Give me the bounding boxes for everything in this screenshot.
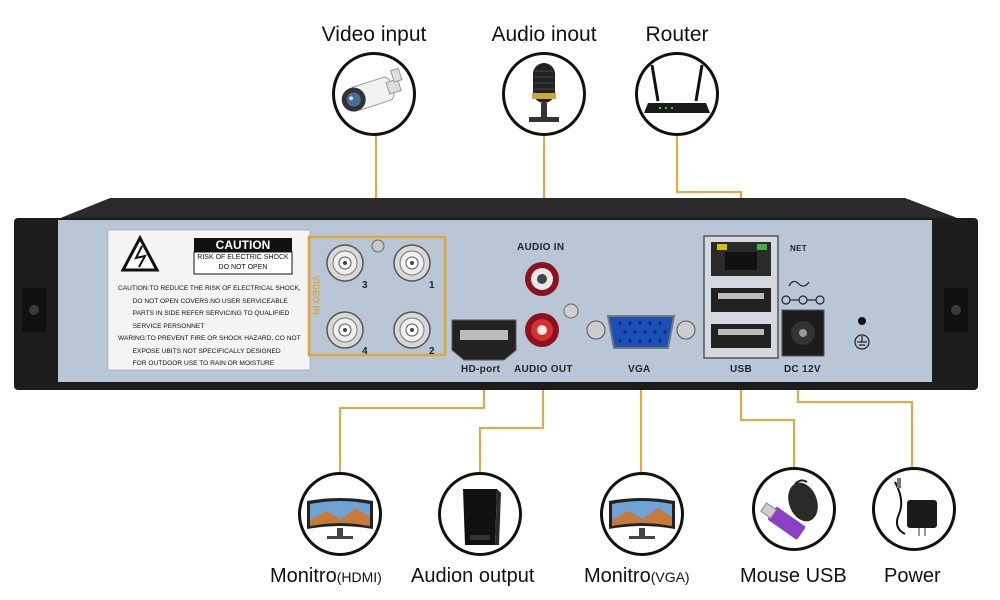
monitor-vga-label-suffix: (VGA)	[650, 569, 690, 585]
monitor-hdmi-label: Monitro(HDMI)	[270, 565, 382, 588]
caution-body-text: CAUTION:TO REDUCE THE RISK OF ELECTRICAL…	[118, 285, 301, 367]
power-adapter-icon	[872, 467, 956, 551]
caution-subtitle-2: DO NOT OPEN	[218, 264, 268, 271]
audio-in-label: AUDIO IN	[517, 242, 565, 253]
audio-input-label: Audio inout	[491, 23, 597, 46]
audio-output-label: Audion output	[411, 565, 535, 587]
monitor-hdmi-label-suffix: (HDMI)	[336, 569, 382, 585]
vga-label: VGA	[628, 364, 651, 375]
bnc-number-2: 2	[429, 346, 435, 357]
monitor-hdmi-label-main: Monitro	[270, 565, 337, 587]
router-label: Router	[645, 23, 709, 46]
bnc-number-1: 1	[429, 280, 435, 291]
bnc-connectors	[326, 239, 431, 349]
dc-label: DC 12V	[784, 364, 821, 375]
dvr-back-panel	[14, 198, 978, 390]
usb-connector-line	[740, 372, 795, 473]
net-label: NET	[790, 244, 807, 253]
mouse-usb-label: Mouse USB	[740, 565, 847, 587]
monitor-vga-label-main: Monitro	[584, 565, 651, 587]
caution-title: CAUTION	[215, 238, 271, 252]
usb-label: USB	[730, 364, 753, 375]
monitor-vga-label: Monitro(VGA)	[584, 565, 690, 588]
router-icon	[635, 52, 719, 136]
microphone-icon	[502, 52, 586, 136]
monitor-icon-vga	[600, 472, 684, 556]
speaker-icon	[438, 472, 522, 556]
audio-out-label: AUDIO OUT	[514, 364, 573, 375]
video-in-label: VIDEO IN	[311, 275, 321, 315]
camera-icon	[332, 52, 416, 136]
bnc-number-4: 4	[362, 346, 368, 357]
monitor-icon-hdmi	[298, 472, 382, 556]
hdmi-label: HD-port	[461, 364, 501, 375]
mouse-usb-icon	[752, 467, 836, 551]
caution-subtitle-1: RISK OF ELECTRIC SHOCK	[197, 254, 289, 261]
bnc-number-3: 3	[362, 280, 368, 291]
video-input-label: Video input	[321, 23, 427, 46]
power-label: Power	[884, 565, 941, 587]
